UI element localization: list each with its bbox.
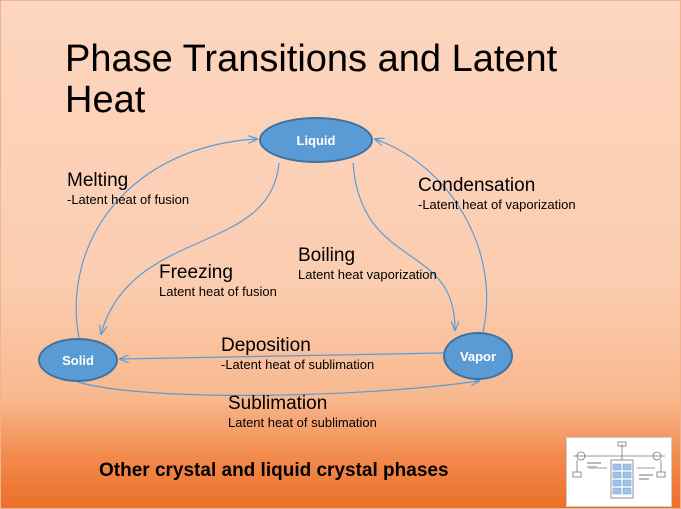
- apparatus-drawing: [572, 441, 666, 499]
- boiling-arrow: [352, 162, 455, 330]
- deposition-arrow: [120, 352, 444, 359]
- slide-title: Phase Transitions and Latent Heat: [65, 38, 558, 121]
- sublimation-label: Sublimation Latent heat of sublimation: [228, 393, 377, 431]
- melting-title: Melting: [67, 170, 129, 191]
- melting-label: Melting -Latent heat of fusion: [67, 170, 189, 208]
- sublimation-title: Sublimation: [228, 393, 328, 414]
- apparatus-thumbnail-image: [566, 437, 672, 507]
- liquid-node: Liquid: [259, 117, 373, 163]
- sublimation-arrow: [77, 381, 479, 396]
- deposition-detail: -Latent heat of sublimation: [221, 357, 375, 372]
- deposition-title: Deposition: [221, 335, 311, 356]
- melting-detail: -Latent heat of fusion: [67, 192, 190, 207]
- condensation-arrow: [375, 139, 488, 333]
- deposition-label: Deposition -Latent heat of sublimation: [221, 335, 374, 373]
- melting-arrow: [75, 139, 257, 339]
- boiling-label: Boiling Latent heat vaporization: [298, 245, 437, 283]
- condensation-title: Condensation: [418, 175, 536, 196]
- condensation-detail: -Latent heat of vaporization: [418, 197, 576, 212]
- freezing-title: Freezing: [159, 262, 233, 283]
- vapor-node: Vapor: [443, 332, 513, 380]
- solid-node: Solid: [38, 338, 118, 382]
- sublimation-detail: Latent heat of sublimation: [228, 415, 377, 430]
- boiling-title: Boiling: [298, 245, 356, 266]
- freezing-label: Freezing Latent heat of fusion: [159, 262, 277, 300]
- boiling-detail: Latent heat vaporization: [298, 267, 437, 282]
- freezing-arrow: [101, 162, 280, 334]
- footer-text: Other crystal and liquid crystal phases: [99, 460, 449, 481]
- condensation-label: Condensation -Latent heat of vaporizatio…: [418, 175, 576, 213]
- freezing-detail: Latent heat of fusion: [159, 284, 277, 299]
